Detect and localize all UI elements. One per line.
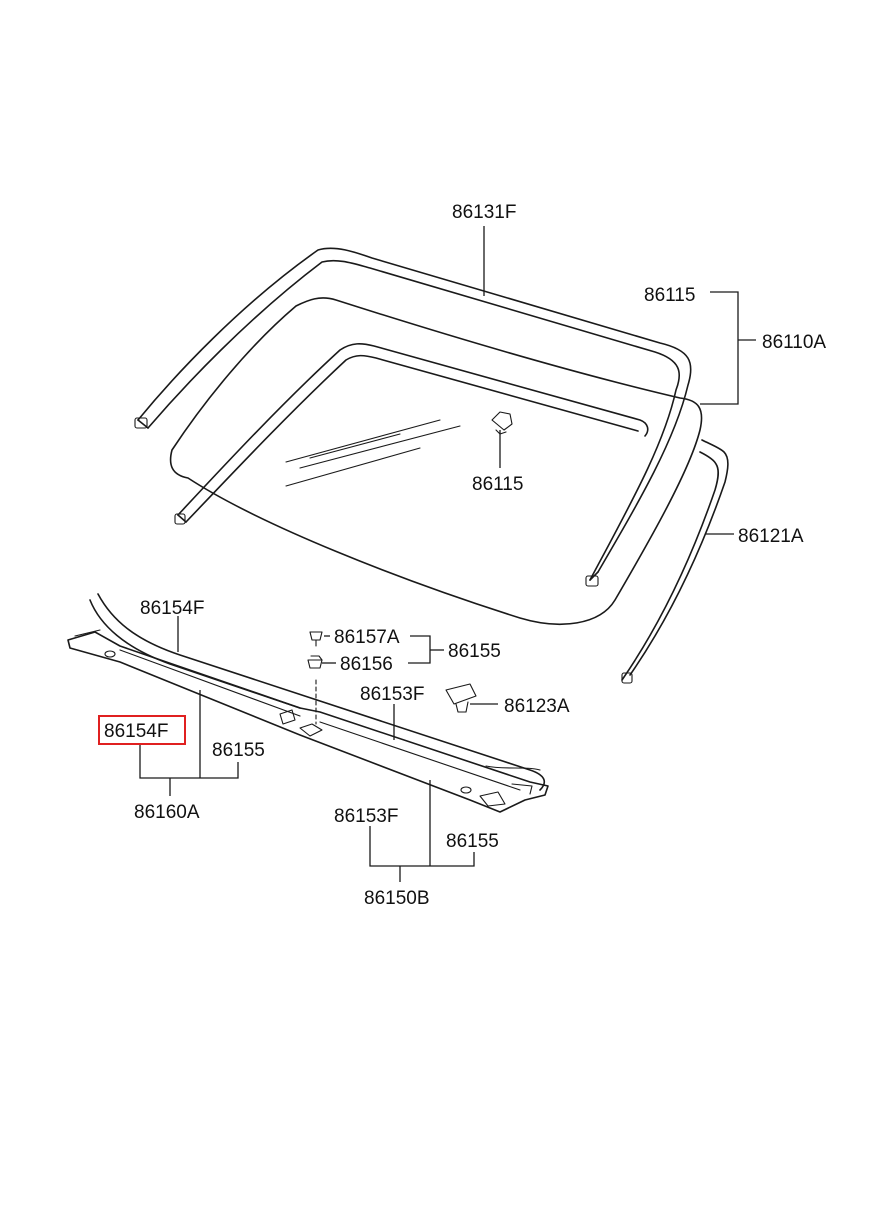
label-86123a[interactable]: 86123A	[504, 696, 570, 717]
leader-lines	[139, 226, 756, 882]
windshield-glass-drawing[interactable]	[169, 297, 703, 626]
label-86155-left[interactable]: 86155	[212, 740, 265, 761]
selected-part-highlight	[98, 715, 186, 745]
clip-86123a-drawing[interactable]	[445, 683, 477, 713]
clip-drawings[interactable]	[307, 631, 323, 725]
label-86155-lower[interactable]: 86155	[446, 831, 499, 852]
label-86131f[interactable]: 86131F	[452, 202, 516, 223]
dam-rubber-drawing[interactable]	[621, 439, 729, 684]
label-86154f-selected[interactable]: 86154F	[104, 721, 168, 742]
label-86154f-top[interactable]: 86154F	[140, 598, 204, 619]
glass-clip-center-drawing[interactable]	[491, 411, 513, 435]
label-86121a[interactable]: 86121A	[738, 526, 804, 547]
label-86153f-lower[interactable]: 86153F	[334, 806, 398, 827]
label-86115-right[interactable]: 86115	[644, 285, 695, 306]
label-86156[interactable]: 86156	[340, 654, 393, 675]
label-86153f-mid[interactable]: 86153F	[360, 684, 424, 705]
glass-reflection-lines	[285, 419, 461, 487]
label-86115-center[interactable]: 86115	[472, 474, 523, 495]
inner-molding-drawing[interactable]	[174, 343, 649, 525]
label-86160a[interactable]: 86160A	[134, 802, 200, 823]
label-86155-group[interactable]: 86155	[448, 641, 501, 662]
upper-molding-drawing[interactable]	[134, 247, 692, 587]
label-86157a[interactable]: 86157A	[334, 627, 400, 648]
label-86150b[interactable]: 86150B	[364, 888, 430, 909]
label-86110a[interactable]: 86110A	[762, 332, 826, 353]
cowl-cover-drawing[interactable]	[67, 593, 549, 813]
